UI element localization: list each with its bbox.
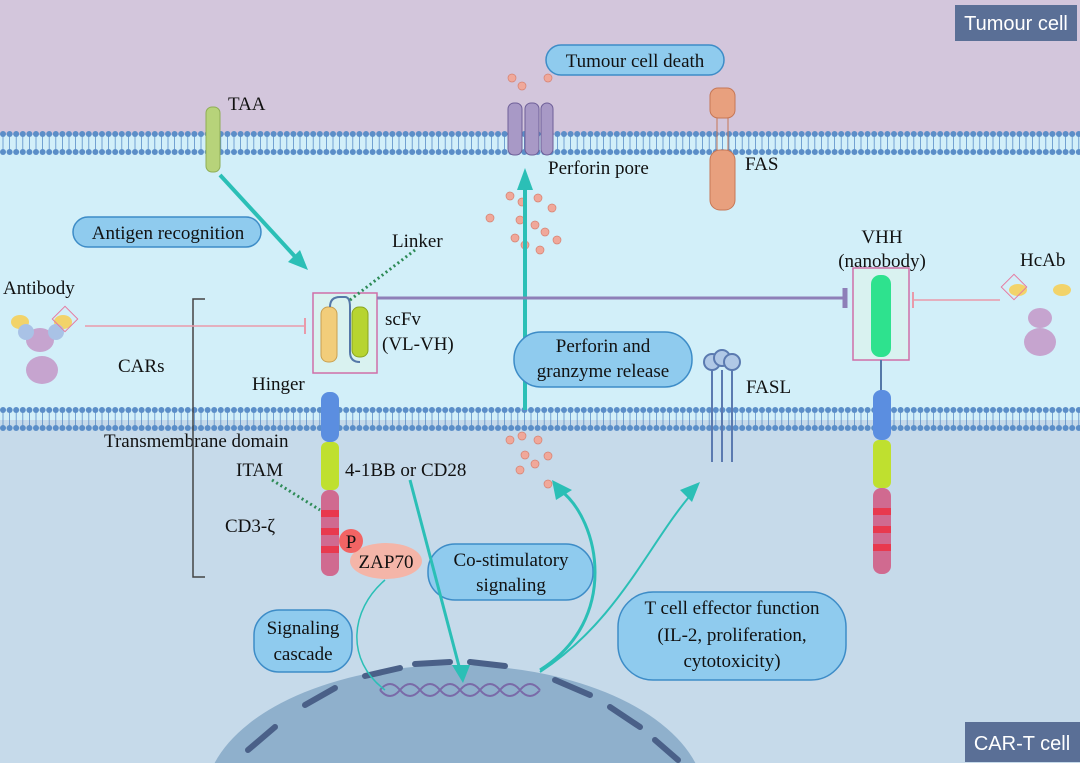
perforin-pore [507, 102, 554, 156]
granule [533, 435, 543, 445]
svg-text:(VL-VH): (VL-VH) [382, 334, 454, 355]
linker [329, 296, 361, 363]
recognition-arrow [218, 173, 302, 264]
svg-text:4-1BB or CD28: 4-1BB or CD28 [345, 460, 466, 481]
granule [517, 81, 527, 91]
svg-text:Signaling: Signaling [267, 618, 340, 639]
fas-receptor [709, 87, 736, 211]
svg-text:Antigen recognition: Antigen recognition [92, 223, 245, 244]
zap70 [350, 543, 422, 579]
hinge-domain [321, 392, 339, 442]
svg-text:HcAb: HcAb [1020, 250, 1065, 271]
tumour-cell-tag: Tumour cell [955, 5, 1077, 41]
svg-text:CD3-ζ: CD3-ζ [225, 516, 275, 537]
svg-text:ITAM: ITAM [236, 460, 283, 481]
taa-receptor [205, 106, 221, 173]
effector-function-label: T cell effector function (IL-2, prolifer… [617, 591, 847, 681]
vh-domain [351, 306, 369, 358]
antibody-icon [11, 305, 79, 384]
svg-text:cytotoxicity): cytotoxicity) [683, 651, 780, 672]
svg-text:cascade: cascade [273, 644, 332, 665]
granule [535, 245, 545, 255]
granule [505, 191, 515, 201]
nuclear-envelope [245, 659, 681, 763]
granule [530, 459, 540, 469]
antigen-recognition-label: Antigen recognition [72, 216, 262, 248]
granule [505, 435, 515, 445]
svg-text:FASL: FASL [746, 377, 791, 398]
svg-text:Perforin and: Perforin and [556, 336, 651, 357]
svg-text:TAA: TAA [228, 94, 266, 115]
svg-text:Linker: Linker [392, 231, 443, 252]
granule [552, 235, 562, 245]
svg-text:Transmembrane domain: Transmembrane domain [104, 431, 289, 452]
arrowhead-icon [288, 250, 308, 270]
arrowhead-icon [517, 168, 533, 190]
svg-text:VHH: VHH [861, 227, 902, 248]
cars-bracket [192, 298, 205, 578]
svg-text:granzyme release: granzyme release [537, 361, 669, 382]
granule [507, 73, 517, 83]
granule [547, 203, 557, 213]
fasl [703, 349, 741, 462]
granule [485, 213, 495, 223]
perforin-release-label: Perforin and granzyme release [513, 331, 693, 388]
cascade-arrow [356, 579, 386, 691]
svg-text:signaling: signaling [476, 575, 546, 596]
granule [543, 73, 553, 83]
svg-text:ZAP70: ZAP70 [359, 552, 414, 573]
svg-text:Perforin pore: Perforin pore [548, 158, 649, 179]
svg-text:T cell effector function: T cell effector function [645, 598, 820, 619]
granule [543, 451, 553, 461]
granule [533, 193, 543, 203]
phosphate [339, 529, 363, 553]
car-t-cell-tag: CAR-T cell [965, 722, 1080, 762]
granule [510, 233, 520, 243]
costim-domain [321, 442, 339, 490]
svg-text:P: P [346, 532, 357, 553]
svg-text:CAR-T cell: CAR-T cell [974, 733, 1070, 755]
svg-text:Co-stimulatory: Co-stimulatory [453, 550, 569, 571]
granule [530, 220, 540, 230]
effector-arrow-fasl [539, 489, 696, 673]
hcab-icon [1000, 273, 1071, 356]
granule [515, 215, 525, 225]
svg-text:(nanobody): (nanobody) [838, 251, 926, 272]
granule [543, 479, 553, 489]
svg-text:Tumour cell: Tumour cell [964, 13, 1068, 35]
svg-text:Antibody: Antibody [3, 278, 75, 299]
svg-text:Tumour cell death: Tumour cell death [566, 51, 705, 72]
costimulatory-signaling-label: Co-stimulatory signaling [427, 543, 594, 601]
svg-text:(IL-2, proliferation,: (IL-2, proliferation, [657, 625, 806, 646]
tumour-cell-region [0, 0, 1080, 135]
costim-arrow [408, 479, 462, 671]
granule [520, 450, 530, 460]
granule [515, 465, 525, 475]
vhh-domain [871, 275, 891, 357]
svg-text:FAS: FAS [745, 154, 778, 175]
granule [540, 227, 550, 237]
svg-text:CARs: CARs [118, 356, 164, 377]
effector-arrow-perforin [539, 488, 597, 672]
dna-helix [379, 683, 541, 697]
svg-text:scFv: scFv [385, 309, 421, 330]
tumour-cell-death-label: Tumour cell death [545, 44, 725, 76]
granule [517, 431, 527, 441]
signaling-cascade-label: Signaling cascade [253, 609, 353, 673]
svg-text:Hinger: Hinger [252, 374, 305, 395]
t-cell-membrane [0, 407, 1080, 431]
vl-domain [320, 306, 338, 363]
